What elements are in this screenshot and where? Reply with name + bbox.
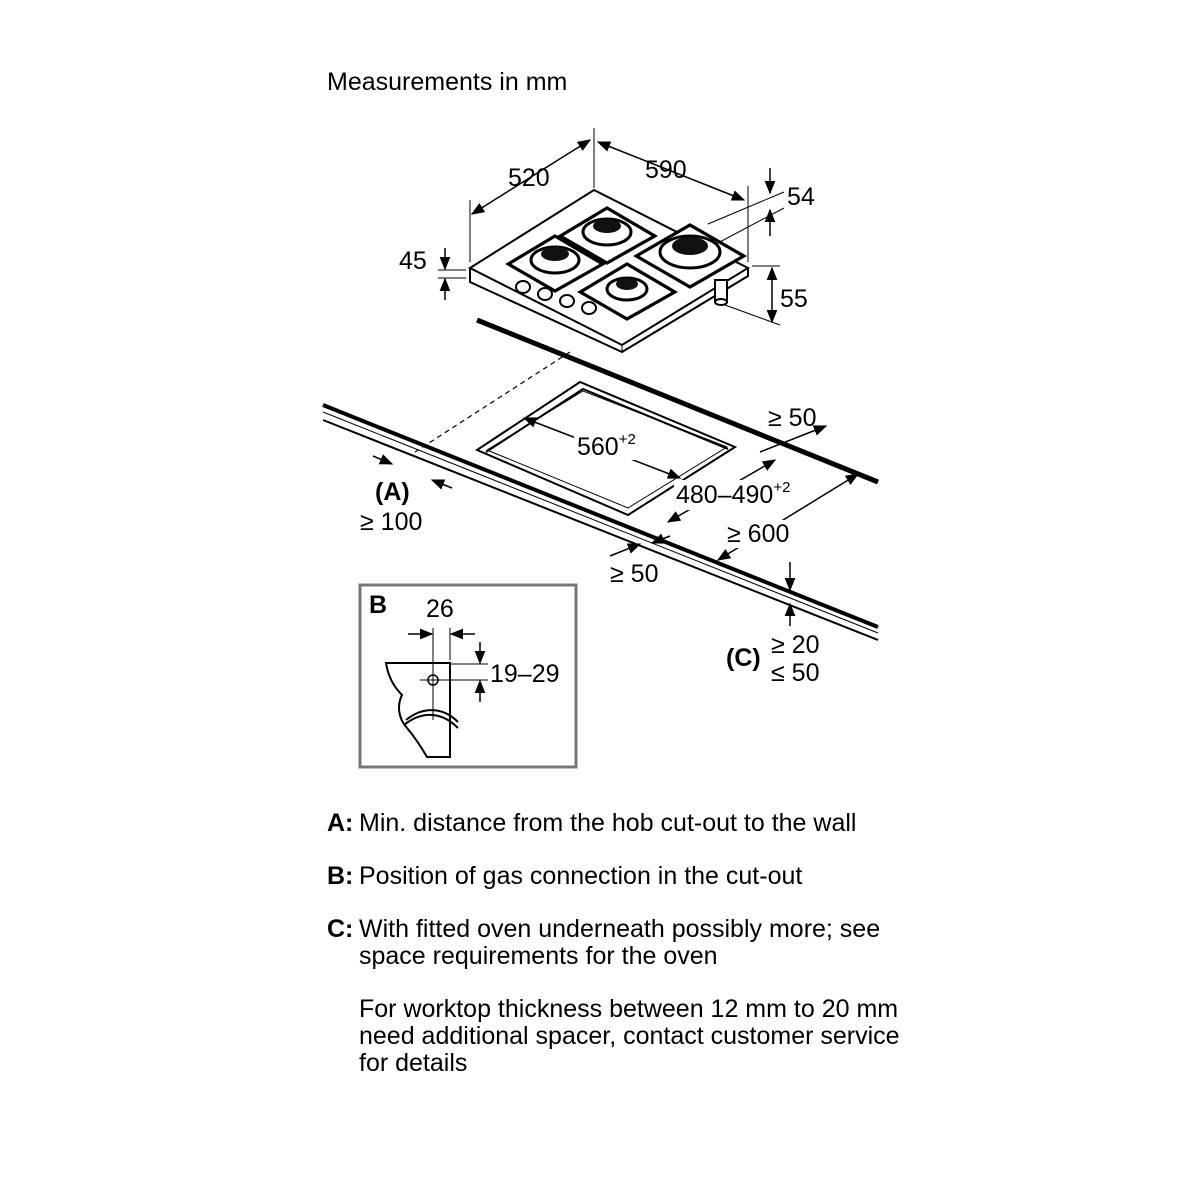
dim-offset: 26 bbox=[426, 595, 454, 623]
gas-connector bbox=[714, 279, 728, 306]
burner-back-left bbox=[557, 206, 659, 265]
burner-right bbox=[632, 223, 748, 289]
legend-key: A: bbox=[327, 809, 354, 837]
inset-label: B bbox=[369, 591, 387, 619]
dim-520: 520 bbox=[508, 164, 550, 192]
burner-left bbox=[505, 234, 607, 293]
dim-590: 590 bbox=[645, 156, 687, 184]
measurements-heading: Measurements in mm bbox=[327, 68, 567, 96]
worktop-dimensions: ≥ 50 560+2 480–490+2 ≥ 600 ≥ 50 (A) ≥ 10… bbox=[360, 404, 860, 687]
dim-front-clearance: ≥ 50 bbox=[768, 404, 816, 432]
dim-back-clearance: ≥ 50 bbox=[610, 560, 658, 588]
dim-wall-distance: ≥ 100 bbox=[360, 508, 422, 536]
dim-height-range: 19–29 bbox=[490, 660, 560, 688]
legend-text: Position of gas connection in the cut-ou… bbox=[359, 862, 803, 890]
hob-drawing bbox=[467, 188, 751, 354]
legend-item-b: B: Position of gas connection in the cut… bbox=[327, 863, 927, 890]
dim-54: 54 bbox=[787, 183, 815, 211]
legend-item-a: A: Min. distance from the hob cut-out to… bbox=[327, 810, 927, 837]
burner-front bbox=[577, 262, 679, 321]
control-knobs bbox=[515, 280, 597, 315]
legend-key: C: bbox=[327, 915, 354, 943]
hob-dimensions: 520 590 54 45 55 bbox=[399, 128, 815, 326]
dim-cutout-depth: 480–490+2 bbox=[676, 479, 790, 509]
legend-note: For worktop thickness between 12 mm to 2… bbox=[359, 995, 900, 1077]
dim-worktop-depth: ≥ 600 bbox=[727, 520, 789, 548]
inset-gas-connection: B 26 19–29 bbox=[358, 583, 578, 769]
dim-45: 45 bbox=[399, 247, 427, 275]
dim-c-max: ≤ 50 bbox=[771, 659, 819, 687]
installation-diagram: Measurements in mm bbox=[322, 68, 879, 769]
dim-cutout-width: 560+2 bbox=[577, 431, 636, 461]
dim-c-min: ≥ 20 bbox=[771, 631, 819, 659]
legend-text: Min. distance from the hob cut-out to th… bbox=[359, 809, 857, 837]
legend: A: Min. distance from the hob cut-out to… bbox=[327, 810, 927, 1077]
legend-key: B: bbox=[327, 862, 354, 890]
legend-item-c: C: With fitted oven underneath possibly … bbox=[327, 916, 927, 970]
legend-text: With fitted oven underneath possibly mor… bbox=[359, 915, 881, 970]
label-c: (C) bbox=[726, 644, 761, 672]
label-a: (A) bbox=[375, 478, 410, 506]
dim-55: 55 bbox=[780, 285, 808, 313]
